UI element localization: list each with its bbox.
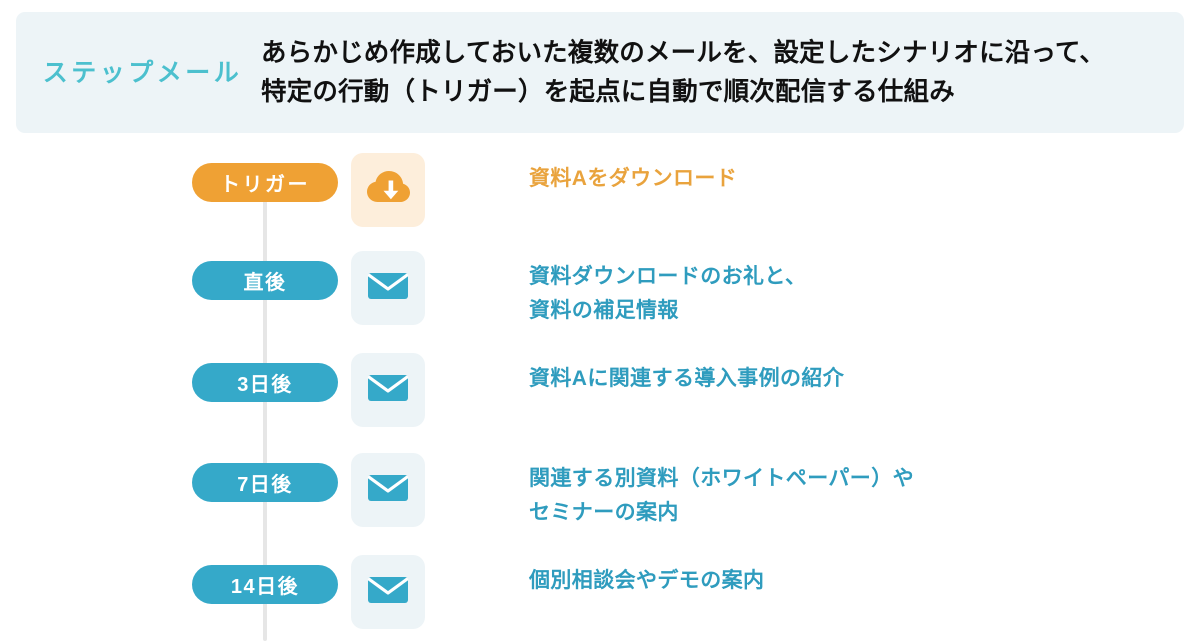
timing-pill-day3[interactable]: 3日後: [192, 363, 338, 402]
cloud-download-icon: [366, 170, 410, 211]
timeline-row: トリガー 資料Aをダウンロード: [0, 153, 1200, 227]
step-description: 個別相談会やデモの案内: [529, 564, 1180, 598]
step-description-line: 資料の補足情報: [529, 299, 679, 323]
glossary-header-card: ステップメール あらかじめ作成しておいた複数のメールを、設定したシナリオに沿って…: [16, 12, 1184, 133]
timing-pill-trigger[interactable]: トリガー: [192, 163, 338, 202]
step-description-line: 資料ダウンロードのお礼と、: [529, 265, 807, 288]
timing-pill-immediate[interactable]: 直後: [192, 261, 338, 300]
timing-pill-label: 7日後: [237, 474, 293, 496]
term-description-line: 特定の行動（トリガー）を起点に自動で順次配信する仕組み: [261, 77, 955, 106]
timing-pill-label: 直後: [243, 272, 287, 294]
pill-cell: 7日後: [0, 453, 338, 502]
icon-box-mail: [351, 353, 425, 427]
step-description: 資料ダウンロードのお礼と、 資料の補足情報: [529, 260, 1180, 328]
step-description-line: 資料Aに関連する導入事例の紹介: [529, 367, 845, 390]
step-description: 資料Aをダウンロード: [529, 162, 1180, 196]
text-cell: 資料ダウンロードのお礼と、 資料の補足情報: [438, 251, 1200, 328]
pill-cell: トリガー: [0, 153, 338, 202]
envelope-icon: [367, 270, 409, 307]
timeline-row: 14日後 個別相談会やデモの案内: [0, 555, 1200, 629]
timing-pill-label: 3日後: [237, 374, 293, 396]
step-description-line: 関連する別資料（ホワイトペーパー）や: [529, 467, 914, 490]
text-cell: 関連する別資料（ホワイトペーパー）や セミナーの案内: [438, 453, 1200, 530]
icon-box-mail: [351, 251, 425, 325]
text-cell: 資料Aをダウンロード: [438, 153, 1200, 196]
icon-box-trigger: [351, 153, 425, 227]
timeline-row: 3日後 資料Aに関連する導入事例の紹介: [0, 353, 1200, 427]
timeline-connector-line: [263, 181, 267, 641]
envelope-icon: [367, 372, 409, 409]
term-description-line: あらかじめ作成しておいた複数のメールを、設定したシナリオに沿って、: [261, 38, 1106, 67]
step-description-line: 個別相談会やデモの案内: [529, 569, 765, 592]
icon-cell: [338, 453, 438, 527]
step-description: 資料Aに関連する導入事例の紹介: [529, 362, 1180, 396]
icon-box-mail: [351, 453, 425, 527]
timeline-row: 7日後 関連する別資料（ホワイトペーパー）や セミナーの案内: [0, 453, 1200, 530]
timeline-row: 直後 資料ダウンロードのお礼と、 資料の補足情報: [0, 251, 1200, 328]
timing-pill-day7[interactable]: 7日後: [192, 463, 338, 502]
icon-cell: [338, 555, 438, 629]
pill-cell: 14日後: [0, 555, 338, 604]
step-description-line: セミナーの案内: [529, 501, 679, 525]
pill-cell: 3日後: [0, 353, 338, 402]
text-cell: 資料Aに関連する導入事例の紹介: [438, 353, 1200, 396]
step-description-line: 資料Aをダウンロード: [529, 167, 738, 190]
envelope-icon: [367, 472, 409, 509]
timing-pill-day14[interactable]: 14日後: [192, 565, 338, 604]
term-label: ステップメール: [42, 58, 243, 87]
timing-pill-label: トリガー: [220, 174, 310, 196]
icon-cell: [338, 353, 438, 427]
icon-box-mail: [351, 555, 425, 629]
icon-cell: [338, 251, 438, 325]
timing-pill-label: 14日後: [230, 576, 300, 598]
icon-cell: [338, 153, 438, 227]
step-mail-timeline: トリガー 資料Aをダウンロード 直後: [0, 133, 1200, 641]
step-description: 関連する別資料（ホワイトペーパー）や セミナーの案内: [529, 462, 1180, 530]
term-description: あらかじめ作成しておいた複数のメールを、設定したシナリオに沿って、 特定の行動（…: [261, 34, 1184, 112]
envelope-icon: [367, 574, 409, 611]
pill-cell: 直後: [0, 251, 338, 300]
text-cell: 個別相談会やデモの案内: [438, 555, 1200, 598]
